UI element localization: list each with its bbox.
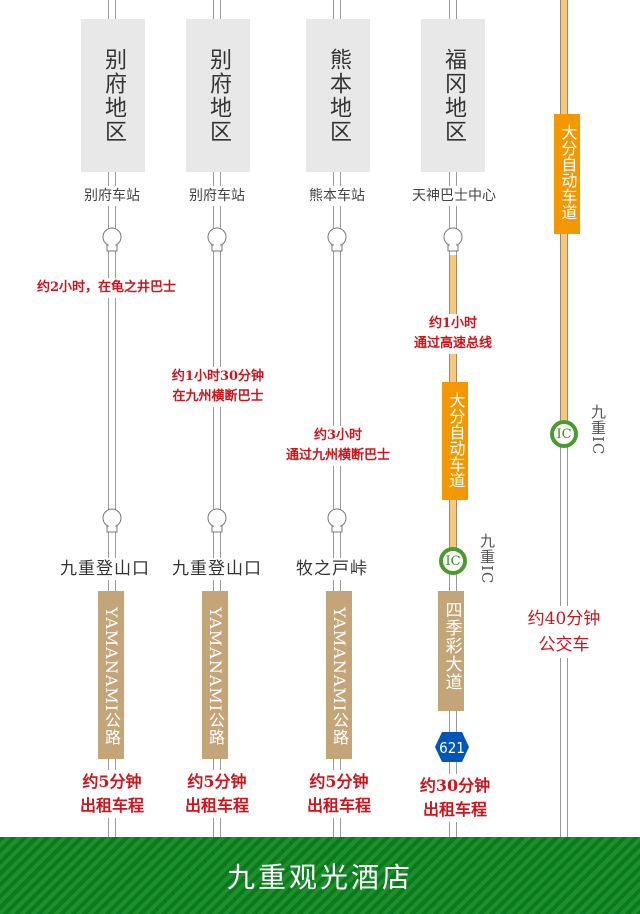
final-note-line: 出租车程	[306, 796, 371, 815]
travel-note-line: 通过高速总线	[413, 336, 492, 351]
expressway-label: 大分自动车道	[446, 392, 466, 488]
route-line	[108, 0, 116, 837]
region-label: 福冈地区	[441, 47, 466, 144]
ic-circle-icon: IC	[439, 547, 467, 575]
station-label: 熊本车站	[277, 186, 397, 206]
ic-badge-label: IC	[445, 553, 461, 569]
region-label: 熊本地区	[326, 47, 351, 144]
region-box: 别府地区	[186, 19, 250, 172]
road-label: YAMANAMI公路	[206, 607, 225, 747]
final-note: 约5分钟 出租车程	[177, 770, 257, 818]
bus-stop-icon	[443, 227, 463, 252]
station-label: 别府车站	[157, 186, 277, 206]
ic-circle-icon: IC	[550, 420, 578, 448]
region-box: 福冈地区	[421, 19, 485, 172]
travel-note-line: 约3小时	[313, 428, 363, 443]
region-box: 别府地区	[81, 19, 145, 172]
final-note-line: 约30分钟	[419, 776, 491, 795]
stop-label: 九重登山口	[162, 558, 272, 580]
bus-stop-icon	[327, 227, 347, 252]
station-label: 天神巴士中心	[394, 186, 514, 206]
travel-note-line: 约1小时	[428, 316, 478, 331]
expressway-label: 大分自动车道	[558, 124, 578, 220]
destination-banner: 九重观光酒店	[0, 837, 640, 914]
final-note-line: 公交车	[538, 635, 590, 655]
ic-label: 九重IC	[478, 533, 496, 585]
road-label: YAMANAMI公路	[102, 607, 121, 747]
travel-note: 约1小时 通过高速总线	[408, 314, 498, 354]
travel-note: 约1小时30分钟 在九州横断巴士	[162, 367, 274, 407]
ic-badge-label: IC	[556, 426, 572, 442]
stop-label: 牧之戸峠	[282, 558, 382, 580]
road-label: YAMANAMI公路	[330, 607, 349, 747]
road-box: YAMANAMI公路	[98, 591, 124, 759]
travel-note-line: 通过九州横断巴士	[285, 448, 390, 463]
final-note-line: 约5分钟	[82, 772, 142, 791]
region-box: 熊本地区	[306, 19, 370, 172]
expressway-box: 大分自动车道	[442, 382, 468, 500]
region-label: 别府地区	[206, 47, 231, 144]
road-box: YAMANAMI公路	[202, 591, 228, 759]
travel-note-line: 约1小时30分钟	[171, 369, 265, 384]
road-box: YAMANAMI公路	[326, 591, 352, 759]
final-note-line: 出租车程	[422, 800, 487, 819]
bus-stop-icon	[207, 227, 227, 252]
station-label: 别府车站	[52, 186, 172, 206]
final-note: 约5分钟 出租车程	[72, 770, 152, 818]
final-note-line: 出租车程	[79, 796, 144, 815]
bus-stop-icon	[207, 508, 227, 533]
travel-note: 约3小时 通过九州横断巴士	[280, 426, 396, 466]
bus-stop-icon	[327, 508, 347, 533]
final-note: 约30分钟 出租车程	[413, 774, 497, 822]
expressway-box: 大分自动车道	[554, 114, 580, 234]
region-label: 别府地区	[101, 47, 126, 144]
final-note-line: 约40分钟	[527, 609, 601, 629]
route-line	[333, 0, 341, 837]
road-label: 四季彩大道	[441, 601, 462, 691]
travel-note: 约2小时，在龟之井巴士	[37, 278, 177, 298]
hexagon-route-sign-icon: 621	[435, 732, 469, 762]
travel-note-line: 约2小时，在龟之井巴士	[37, 280, 177, 295]
road-box: 四季彩大道	[438, 591, 464, 711]
route-number: 621	[439, 739, 465, 757]
final-note-line: 约5分钟	[309, 772, 369, 791]
bus-stop-icon	[102, 227, 122, 252]
final-note-line: 出租车程	[184, 796, 249, 815]
ic-label: 九重IC	[589, 404, 607, 456]
route-line	[213, 0, 221, 837]
destination-title: 九重观光酒店	[226, 860, 413, 894]
stop-label: 九重登山口	[50, 558, 160, 580]
travel-note-line: 在九州横断巴士	[172, 389, 264, 404]
final-note-line: 约5分钟	[187, 772, 247, 791]
final-note: 约5分钟 出租车程	[299, 770, 379, 818]
final-note: 约40分钟 公交车	[522, 606, 606, 658]
bus-stop-icon	[102, 508, 122, 533]
